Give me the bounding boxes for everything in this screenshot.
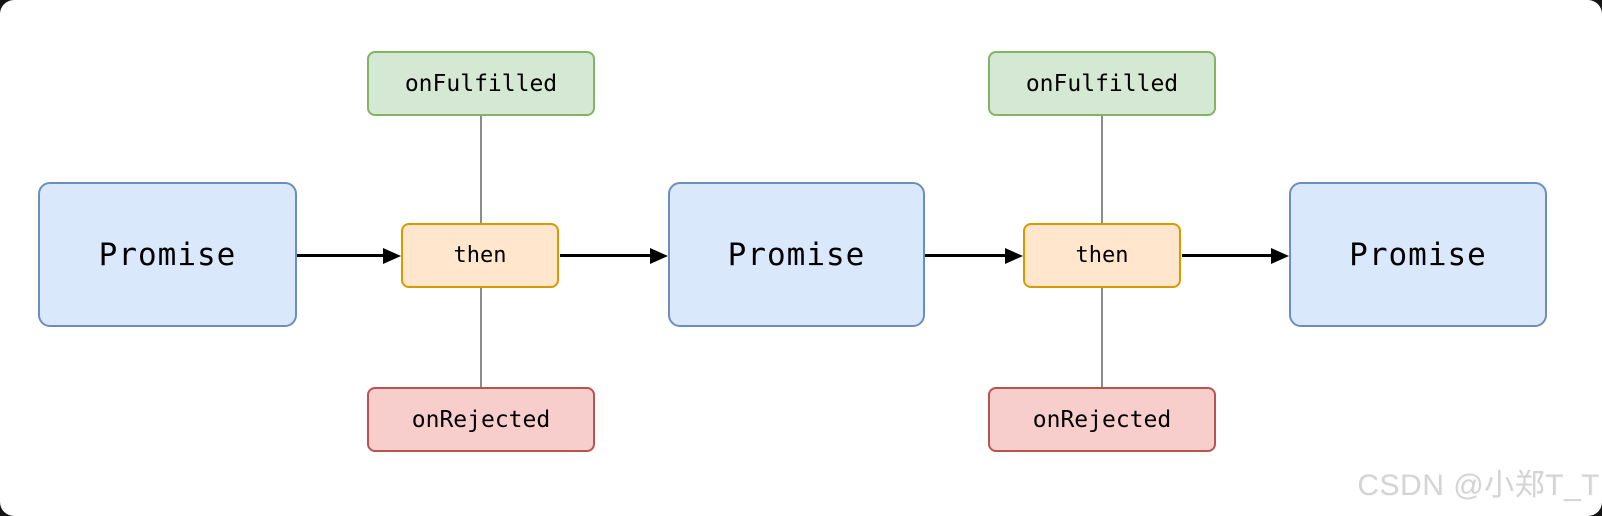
node-label: Promise <box>98 236 237 273</box>
node-label: Promise <box>1349 236 1487 273</box>
csdn-watermark: CSDN @小郑T_T <box>1357 469 1600 502</box>
node-label: onFulfilled <box>1025 70 1179 97</box>
connector-onfulfilled2-then2 <box>1101 116 1103 223</box>
arrow-head-icon <box>650 247 668 264</box>
node-label: onRejected <box>1032 406 1172 433</box>
node-label: then <box>1075 243 1129 268</box>
node-label: then <box>453 243 507 268</box>
node-label: Promise <box>727 236 866 273</box>
arrow-shaft <box>297 254 383 257</box>
arrow-head-icon <box>1271 247 1289 264</box>
arrow-head-icon <box>383 247 401 264</box>
arrow-shaft <box>560 254 650 257</box>
node-promise-3: Promise <box>1289 182 1547 327</box>
node-onfulfilled-2: onFulfilled <box>988 51 1216 116</box>
arrow-head-icon <box>1005 247 1023 264</box>
node-onrejected-1: onRejected <box>367 387 595 452</box>
connector-then2-onrejected2 <box>1101 288 1103 387</box>
node-onrejected-2: onRejected <box>988 387 1216 452</box>
node-onfulfilled-1: onFulfilled <box>367 51 595 116</box>
node-then-2: then <box>1023 223 1181 288</box>
node-then-1: then <box>401 223 559 288</box>
node-label: onFulfilled <box>404 70 558 97</box>
connector-then1-onrejected1 <box>480 288 482 387</box>
arrow-promise2-to-then2 <box>925 247 1023 264</box>
arrow-promise1-to-then1 <box>297 247 401 264</box>
node-label: onRejected <box>411 406 551 433</box>
arrow-then2-to-promise3 <box>1182 247 1289 264</box>
connector-onfulfilled1-then1 <box>480 116 482 223</box>
arrow-then1-to-promise2 <box>560 247 668 264</box>
node-promise-2: Promise <box>668 182 925 327</box>
node-promise-1: Promise <box>38 182 297 327</box>
arrow-shaft <box>1182 254 1271 257</box>
arrow-shaft <box>925 254 1005 257</box>
